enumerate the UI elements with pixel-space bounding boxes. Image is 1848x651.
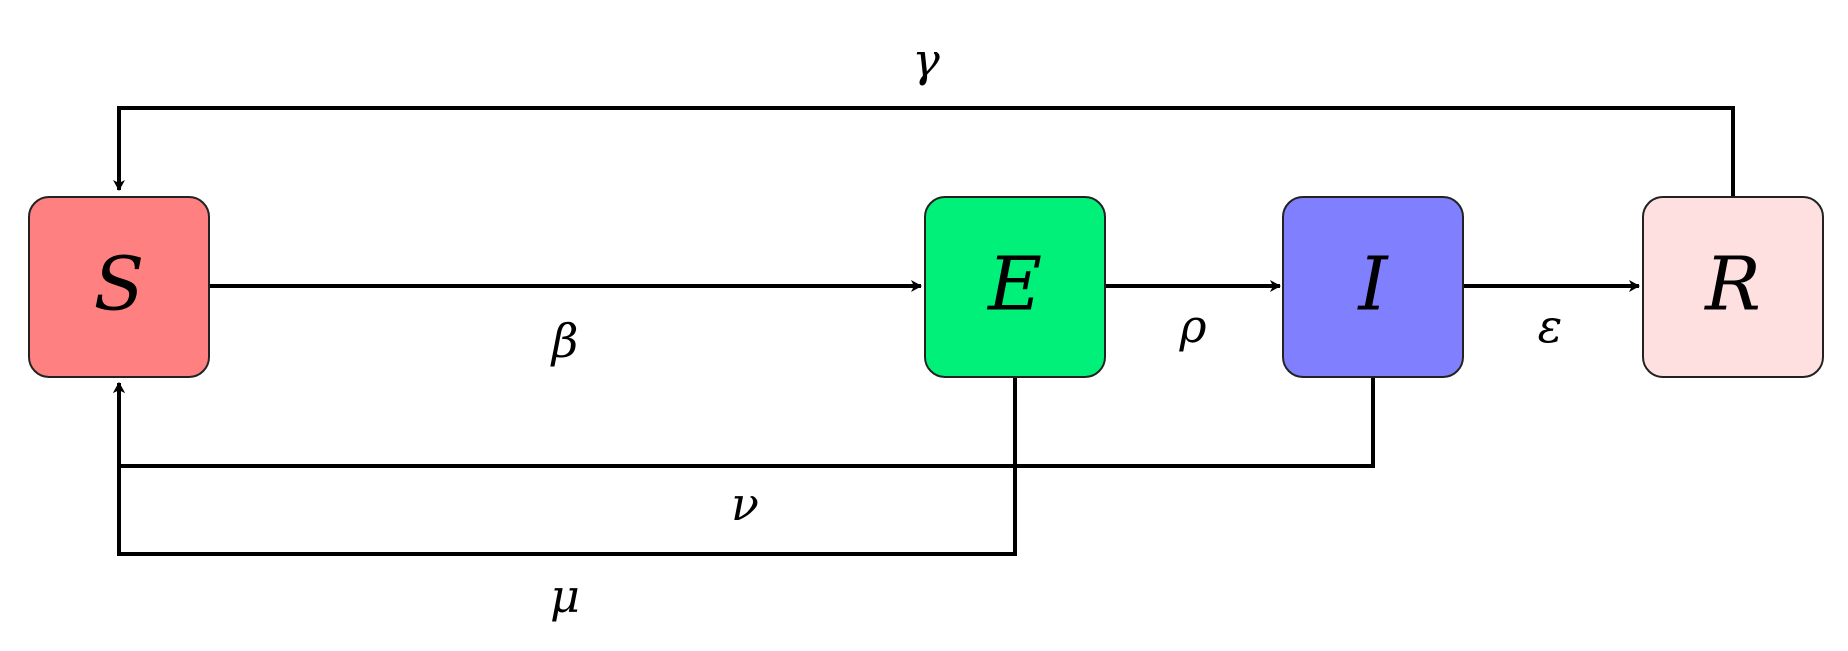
- edge-nu-label: ν: [731, 477, 759, 531]
- node-i-box: [1282, 196, 1464, 378]
- edge-beta-label: β: [550, 314, 579, 368]
- edge-mu-arrow: [113, 377, 1017, 556]
- node-i-label: I: [1356, 241, 1389, 327]
- edge-epsilon-label: ε: [1538, 299, 1563, 353]
- node-i: I: [1282, 196, 1464, 378]
- edge-nu-arrow: [113, 377, 1375, 468]
- edge-labels: β ρ ε γ ν μ: [550, 33, 1563, 623]
- edge-gamma-label: γ: [912, 33, 940, 87]
- node-r: R: [1642, 196, 1824, 378]
- edge-mu-label: μ: [550, 569, 580, 623]
- node-s-box: [28, 196, 210, 378]
- node-s: S: [28, 196, 210, 378]
- edge-gamma-arrow: [113, 106, 1735, 197]
- node-s-label: S: [94, 241, 145, 327]
- edges: [113, 106, 1735, 556]
- node-r-box: [1642, 196, 1824, 378]
- node-r-label: R: [1703, 241, 1761, 327]
- node-e: E: [924, 196, 1106, 378]
- node-e-label: E: [986, 241, 1042, 327]
- node-e-box: [924, 196, 1106, 378]
- edge-rho-label: ρ: [1178, 299, 1206, 353]
